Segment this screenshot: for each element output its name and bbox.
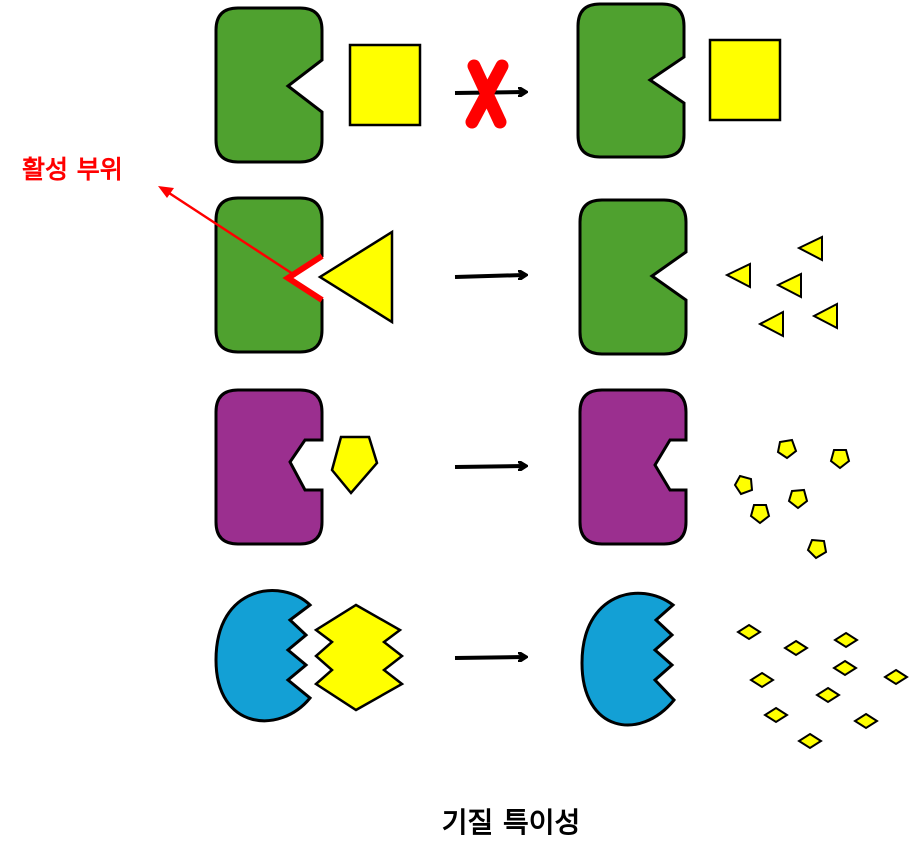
purple-enzyme-right: [578, 388, 688, 546]
diamond-fragment: [736, 623, 762, 641]
pentagon-fragment: [776, 438, 798, 460]
square-substrate-unchanged: [708, 38, 782, 122]
diamond-fragment: [853, 712, 879, 730]
pentagon-fragment: [806, 538, 828, 560]
row-2: 활성 부위: [22, 155, 838, 356]
reaction-arrow: [454, 275, 524, 277]
green-enzyme-right: [578, 198, 688, 356]
pentagon-fragment: [787, 488, 809, 510]
reaction-arrow: [454, 657, 524, 658]
diamond-fragment: [783, 639, 809, 657]
pentagon-products: [733, 438, 851, 560]
row-4: [214, 589, 909, 750]
square-substrate: [348, 43, 422, 127]
active-site-pointer: [165, 189, 297, 278]
green-enzyme-left: [214, 196, 324, 354]
zigzag-products: [736, 623, 909, 750]
pentagon-fragment: [733, 474, 754, 496]
triangle-fragment: [811, 302, 838, 330]
triangle-substrate: [317, 229, 394, 325]
blue-enzyme-left: [214, 589, 313, 723]
green-enzyme-left: [214, 6, 324, 164]
diamond-fragment: [833, 631, 859, 649]
active-site-label: 활성 부위: [22, 155, 123, 184]
diamond-fragment: [832, 659, 858, 677]
diamond-fragment: [883, 668, 909, 686]
pentagon-fragment: [749, 504, 771, 525]
active-site-pointer-head: [158, 186, 174, 198]
reaction-arrow: [454, 466, 524, 467]
pentagon-fragment: [829, 449, 851, 470]
purple-enzyme-left: [214, 388, 324, 546]
triangle-fragment: [757, 310, 784, 338]
row-3: [214, 388, 851, 560]
green-enzyme-right: [576, 2, 686, 159]
zigzag-substrate: [313, 603, 405, 712]
triangle-fragment: [775, 272, 802, 299]
blue-enzyme-right: [580, 591, 676, 727]
diamond-fragment: [749, 671, 775, 689]
triangle-products: [724, 235, 838, 338]
diamond-fragment: [815, 686, 841, 704]
row-1: [214, 2, 782, 164]
active-site-marker: [282, 253, 324, 303]
diamond-fragment: [763, 706, 789, 724]
no-reaction-x-icon: [465, 59, 509, 129]
diagram-title: 기질 특이성: [442, 806, 581, 839]
triangle-fragment: [796, 235, 823, 262]
triangle-fragment: [724, 262, 751, 289]
diamond-fragment: [797, 732, 823, 750]
pentagon-substrate: [330, 435, 379, 495]
